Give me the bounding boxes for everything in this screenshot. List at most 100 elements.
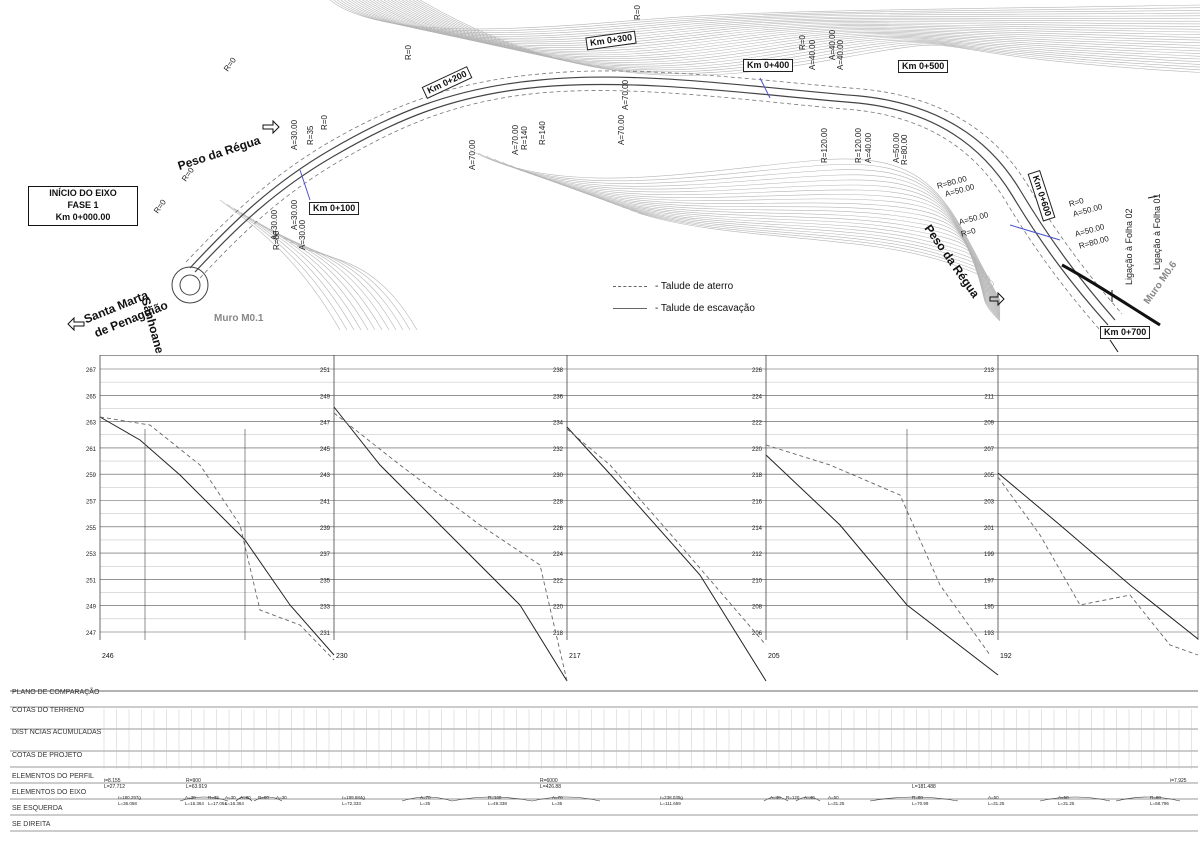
y-tick-label: 251 xyxy=(320,368,331,374)
contour-line xyxy=(605,200,1001,318)
plan-drawing xyxy=(67,0,1200,373)
curve-parameter-label: A=70.00 xyxy=(617,114,626,145)
axis-element-label: r=238.035g xyxy=(660,795,683,800)
y-tick-label: 199 xyxy=(984,552,995,558)
terrain-line xyxy=(566,428,767,646)
profile-element-label: i=7.925 xyxy=(1170,778,1187,784)
curve-parameter-label: A=70.00 xyxy=(511,124,520,155)
curve-parameter-label: A=70.00 xyxy=(621,79,630,110)
contour-line xyxy=(219,199,341,331)
axis-element-label: R=80 xyxy=(912,795,923,800)
contour-line xyxy=(296,245,418,331)
roundabout xyxy=(171,266,209,304)
axis-start-box: INÍCIO DO EIXO FASE 1 Km 0+000.00 xyxy=(28,186,138,226)
contour-line xyxy=(509,164,1001,306)
arrow-left-icon xyxy=(67,316,85,332)
axis-start-title: INÍCIO DO EIXO xyxy=(49,188,117,198)
km-tag: Km 0+100 xyxy=(309,202,360,215)
profile-element-label: L=426.88 xyxy=(540,784,561,790)
curve-symbol xyxy=(531,796,601,802)
contour-line xyxy=(629,209,1001,321)
curve-symbol xyxy=(235,796,253,802)
terrain-line xyxy=(99,416,335,661)
comparison-plane-value: 246 xyxy=(102,653,114,660)
band-title: ELEMENTOS DO EIXO xyxy=(12,789,87,796)
y-tick-label: 237 xyxy=(320,552,331,558)
legend-label: - Talude de escavação xyxy=(655,302,755,314)
axis-element-label: A=30 xyxy=(276,795,287,800)
axis-element-label: A=30 xyxy=(240,795,251,800)
comparison-plane-value: 192 xyxy=(1000,653,1012,660)
terrain-contours xyxy=(219,0,1200,331)
comparison-plane-value: 205 xyxy=(768,653,780,660)
axis-element-label: R=140 xyxy=(488,795,502,800)
sheet-link-label: Ligação à Folha 02 xyxy=(1124,208,1134,285)
y-tick-label: 207 xyxy=(984,447,995,453)
y-tick-label: 243 xyxy=(320,473,331,479)
contour-line xyxy=(289,241,411,331)
curve-parameter-label: R=140 xyxy=(538,121,547,145)
axis-element-label: A=40 xyxy=(804,795,815,800)
comparison-plane-value: 230 xyxy=(336,653,348,660)
y-tick-label: 218 xyxy=(752,473,763,479)
curve-parameter-label: A=40.00 xyxy=(808,39,817,70)
arrow-right-icon xyxy=(262,119,280,135)
axis-element-label: A=50 xyxy=(988,795,999,800)
design-grade-line xyxy=(333,406,568,682)
band-title: COTAS DE PROJETO xyxy=(12,752,83,759)
curve-parameter-label: R=80 xyxy=(272,230,281,250)
y-tick-label: 222 xyxy=(553,578,564,584)
axis-element-label: L=36.068 xyxy=(118,801,137,806)
y-tick-label: 193 xyxy=(984,631,995,637)
axis-element-label: L=17.054 xyxy=(208,801,227,806)
design-grade-line xyxy=(765,454,999,676)
band-title: ELEMENTOS DO PERFIL xyxy=(12,773,94,780)
profile-drawing: 2672652632612592572552532512492472462512… xyxy=(10,354,1199,832)
km-ticks xyxy=(1109,195,1159,353)
axis-element-label: A=50 xyxy=(828,795,839,800)
axis-element-label: A=30 xyxy=(185,795,196,800)
axis-element-label: L=31.25 xyxy=(828,801,845,806)
contour-line xyxy=(401,0,1200,67)
y-tick-label: 232 xyxy=(553,447,564,453)
axis-element-label: A=70 xyxy=(420,795,431,800)
axis-element-label: L=16.364 xyxy=(225,801,244,806)
profile-element-label: R=6000 xyxy=(540,778,558,784)
y-tick-label: 255 xyxy=(86,526,97,532)
curve-symbol xyxy=(1039,796,1111,802)
contour-line xyxy=(275,233,397,331)
design-grade-line xyxy=(566,426,767,682)
curve-parameter-label: R=120.00 xyxy=(854,128,863,163)
curve-symbol xyxy=(253,796,283,802)
cut-slope-swatch xyxy=(613,307,647,309)
y-tick-label: 231 xyxy=(320,631,331,637)
contour-line xyxy=(581,191,1001,315)
y-tick-label: 249 xyxy=(320,394,331,400)
curve-symbol xyxy=(179,796,229,802)
y-tick-label: 203 xyxy=(984,500,995,506)
y-tick-label: 208 xyxy=(752,605,763,611)
legend-label: - Talude de aterro xyxy=(655,280,734,292)
contour-line xyxy=(589,194,1001,316)
curve-symbol xyxy=(763,796,789,802)
y-tick-label: 239 xyxy=(320,526,331,532)
y-tick-label: 245 xyxy=(320,447,331,453)
y-tick-label: 218 xyxy=(553,631,564,637)
curve-symbol xyxy=(1115,796,1181,802)
contour-line xyxy=(517,167,1001,307)
y-tick-label: 206 xyxy=(752,631,763,637)
contour-line xyxy=(637,212,1001,322)
axis-start-km: Km 0+000.00 xyxy=(55,212,111,222)
band-title: SE ESQUERDA xyxy=(12,805,63,812)
curve-parameter-label: A=30.00 xyxy=(290,119,299,150)
contour-line xyxy=(477,152,1001,302)
terrain-line xyxy=(333,412,568,682)
curve-parameter-label: A=30.00 xyxy=(298,219,307,250)
curve-parameter-label: R=140 xyxy=(520,126,529,150)
terrain-line xyxy=(765,444,991,656)
y-tick-label: 263 xyxy=(86,421,97,427)
legend: - Talude de aterro - Talude de escavação xyxy=(613,275,755,319)
contour-line xyxy=(621,206,1001,320)
axis-element-label: L=58.796 xyxy=(1150,801,1169,806)
